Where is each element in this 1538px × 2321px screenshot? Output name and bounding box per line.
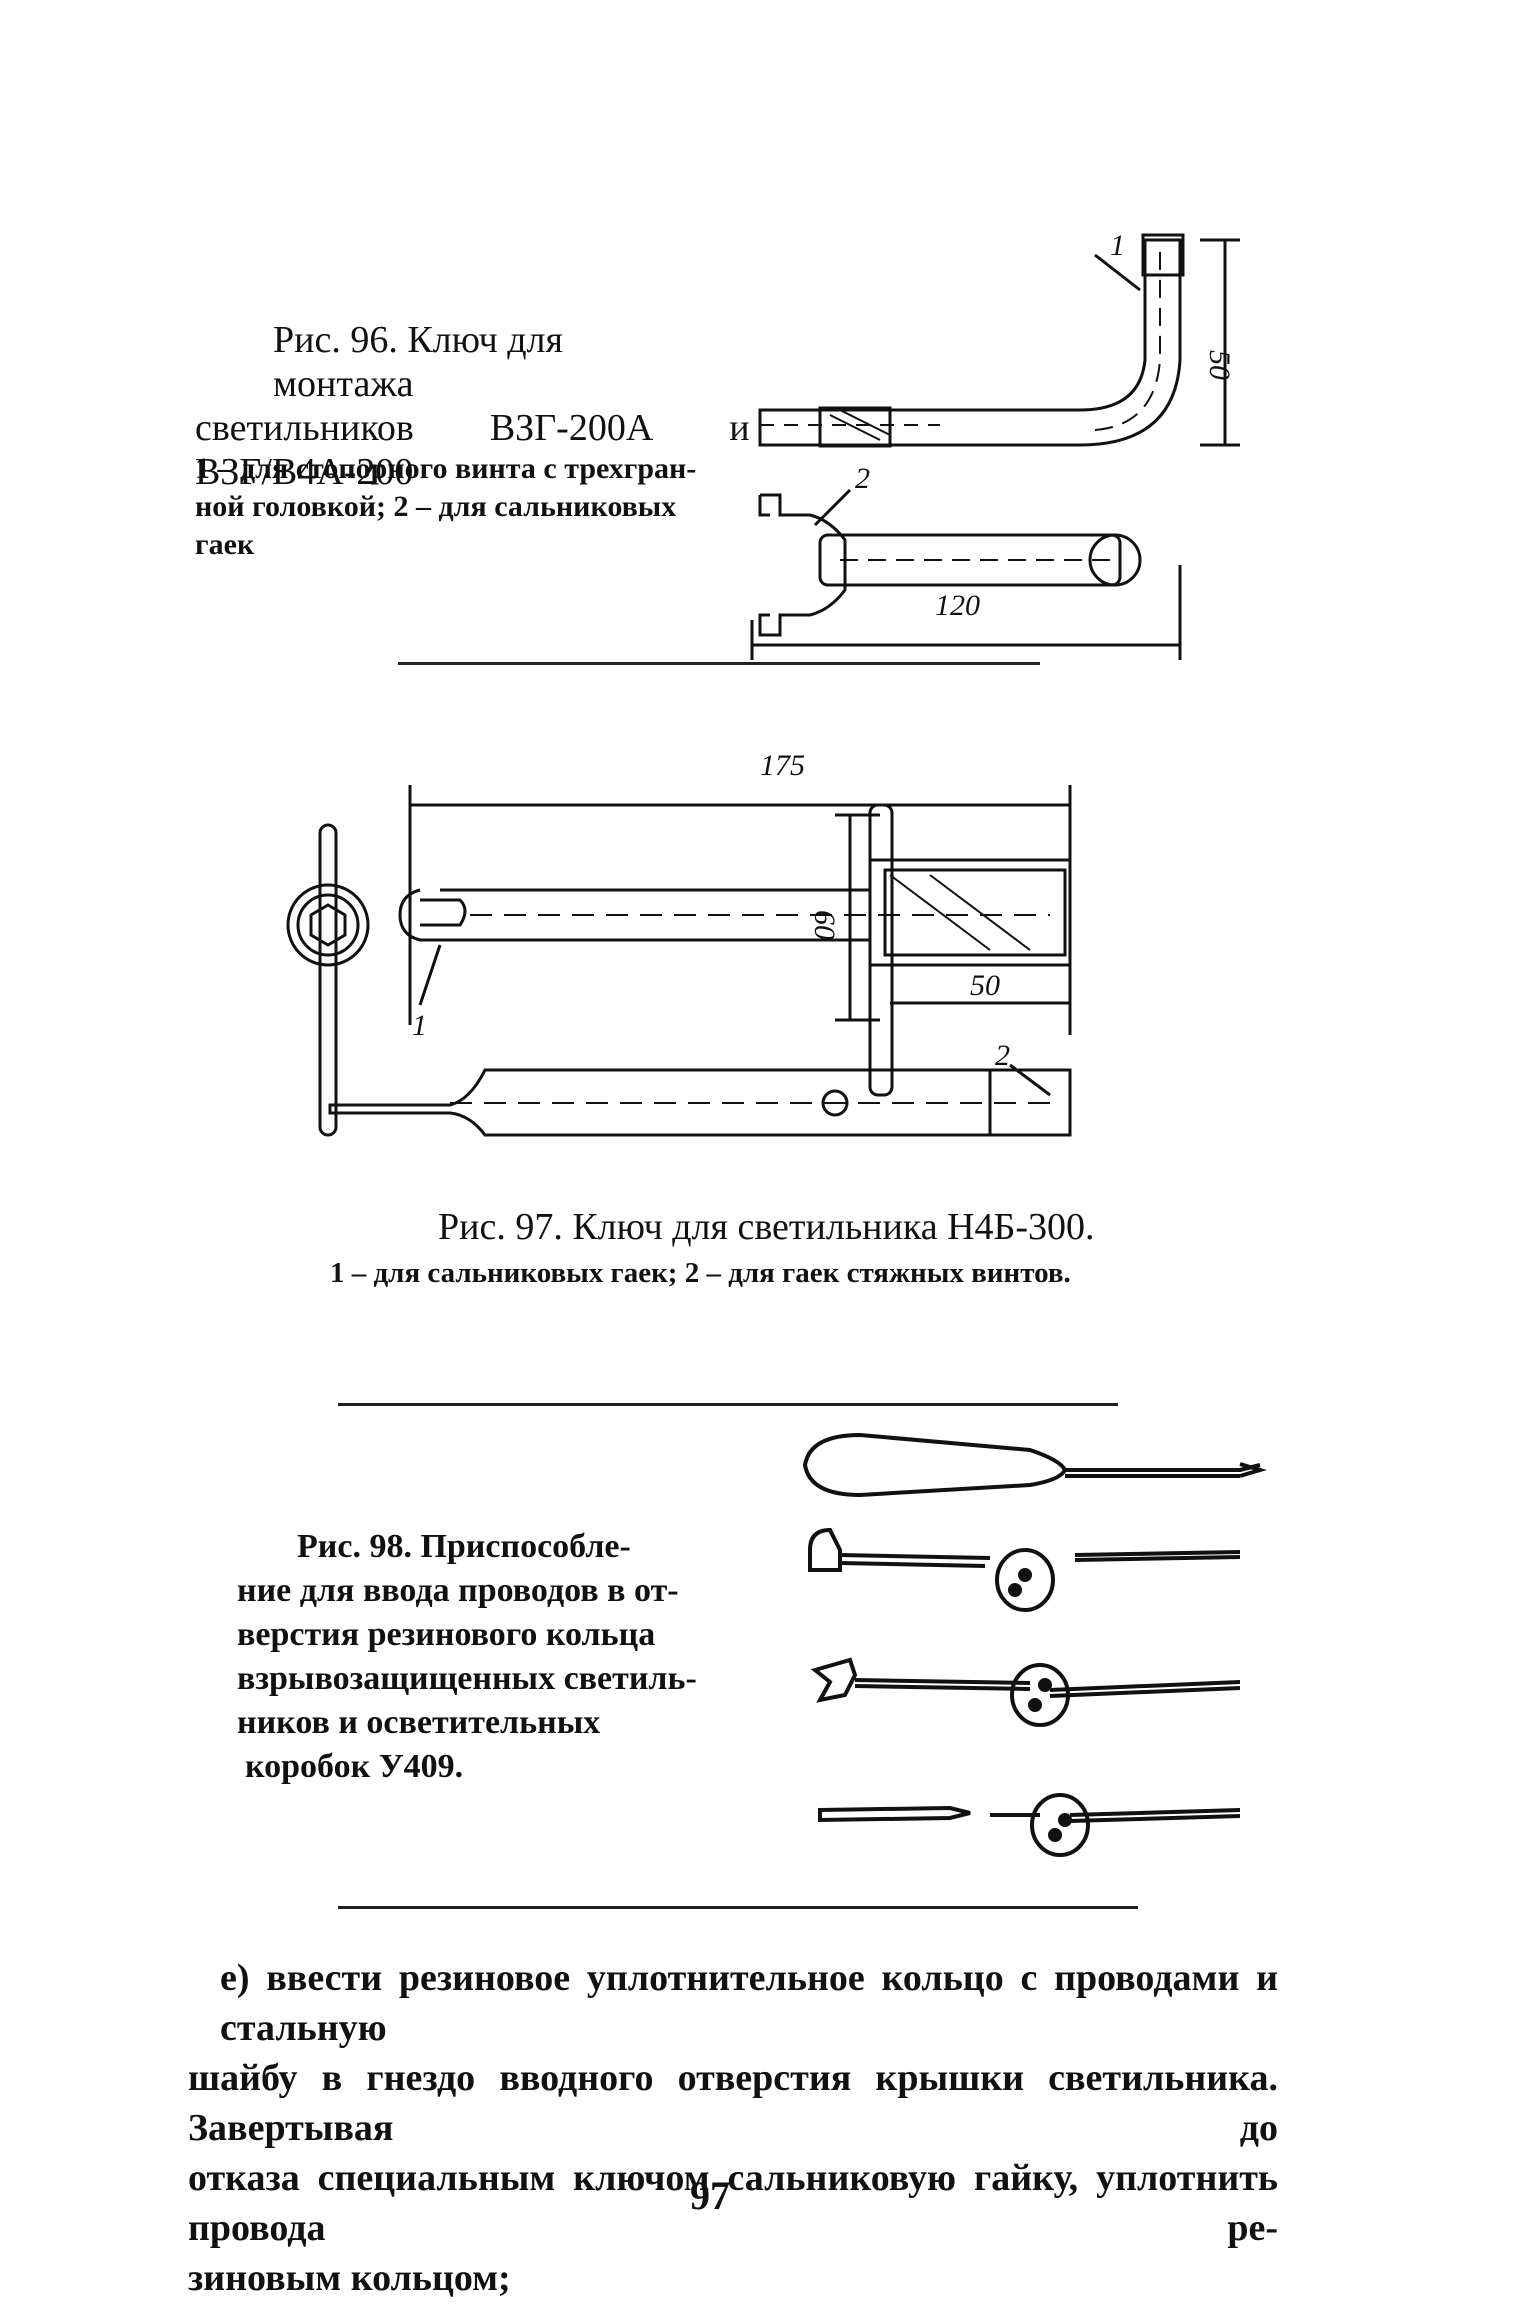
fig96-legend-line3: гаек [195,528,255,561]
fig98-caption: Рис. 98. Приспособле- ние для ввода пров… [237,1525,702,1789]
fig96-caption-line3: ВЗГ/В4А-200 [195,451,414,493]
divider-2 [338,1403,1118,1406]
fig97-label-1: 1 [412,1009,427,1042]
body-line4: зиновым кольцом; [188,2257,511,2299]
body-line3: отказа специальным ключом сальниковую га… [188,2157,1278,2249]
fig98-caption-line3: верстия резинового кольца [237,1616,656,1653]
fig97-label-2: 2 [995,1039,1010,1072]
fig97-caption: Рис. 97. Ключ для светильника Н4Б-300. [438,1206,1095,1248]
fig96-drawing: 1 2 50 120 [740,229,1240,660]
fig96-caption-line1: Рис. 96. Ключ для монтажа [273,319,563,405]
fig96-legend: 1 – для стопорного винта с трехгран- ной… [195,450,715,564]
divider-3 [338,1906,1138,1909]
fig96-caption-line2: светильников ВЗГ-200А и [195,407,750,449]
fig97-legend: 1 – для сальниковых гаек; 2 – для гаек с… [330,1257,1071,1289]
fig96-dim-height: 50 [1203,350,1236,380]
fig98-drawing [800,1430,1270,1880]
fig98-caption-line6: коробок У409. [245,1748,464,1785]
fig97-dim-length: 175 [760,749,805,782]
fig96-legend-line1: 1 – для стопорного винта с трехгран- [195,452,697,485]
fig96-label-2: 2 [855,462,870,495]
fig96-legend-line2: ной головкой; 2 – для сальниковых [195,490,677,523]
fig97-drawing: 175 60 50 1 2 [290,749,1100,1155]
fig98-caption-line4: взрывозащищенных светиль- [237,1660,697,1697]
fig98-caption-line5: ников и осветительных [237,1704,601,1741]
fig98-caption-line2: ние для ввода проводов в от- [237,1572,679,1609]
fig97-dim-50: 50 [970,969,1000,1002]
fig98-caption-line1: Рис. 98. Приспособле- [297,1528,631,1565]
body-line2: шайбу в гнездо вводного отверстия крышки… [188,2057,1278,2149]
divider-1 [398,662,1040,665]
body-line1: е) ввести резиновое уплотнительное кольц… [220,1957,1278,2049]
fig96-label-1: 1 [1110,229,1125,262]
fig96-dim-length: 120 [935,589,980,622]
page-number: 97 [690,2173,730,2218]
body-paragraph: е) ввести резиновое уплотнительное кольц… [188,1953,1278,2303]
fig97-dim-height: 60 [808,910,841,940]
